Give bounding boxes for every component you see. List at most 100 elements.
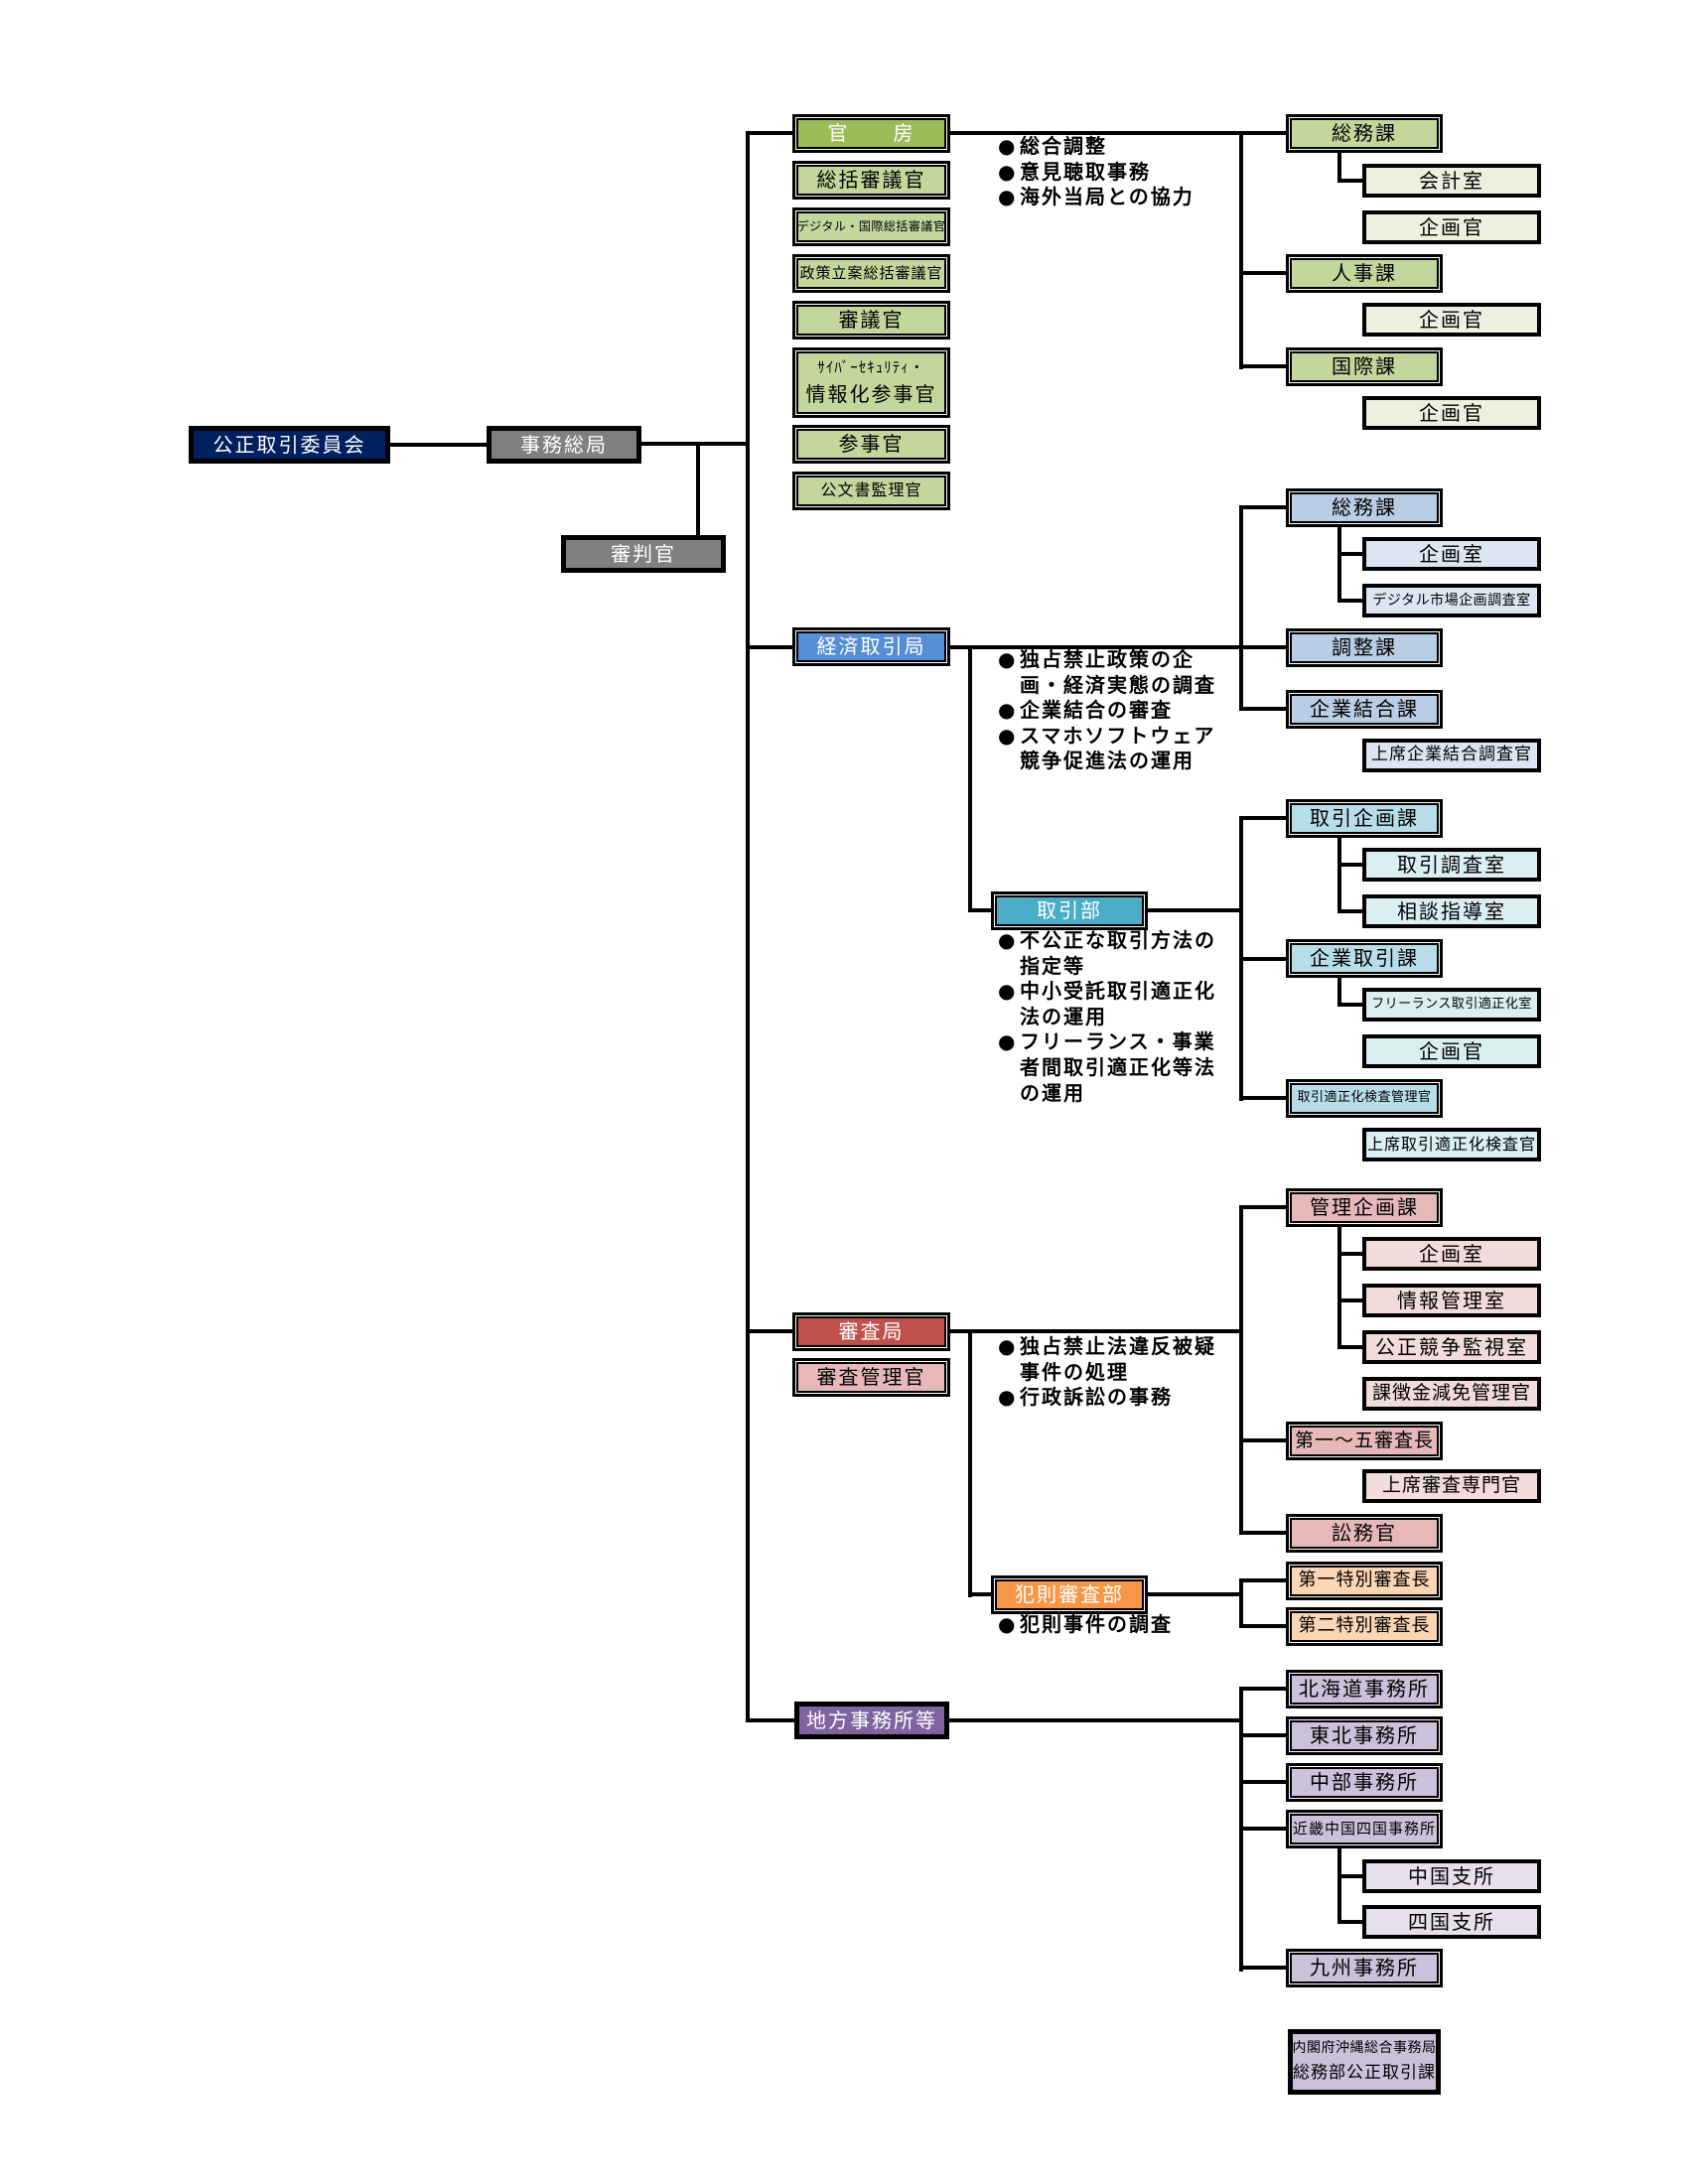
division-label: 人事課 xyxy=(1332,261,1397,285)
connector-line xyxy=(1337,1227,1341,1349)
function-list: ●独占禁止政策の企画・経済実態の調査 ●企業結合の審査 ●スマホソフトウェア競争… xyxy=(998,647,1216,774)
division-box: 管理企画課 xyxy=(1286,1188,1443,1227)
unit-label: 上席企業結合調査官 xyxy=(1371,745,1532,765)
commission-box: 公正取引委員会 xyxy=(189,426,390,464)
division-box: 総務課 xyxy=(1286,114,1443,153)
division-label: 企業取引課 xyxy=(1310,946,1419,970)
connector-line xyxy=(968,908,991,912)
division-box: 人事課 xyxy=(1286,254,1443,293)
bullet-icon: ● xyxy=(998,1029,1016,1054)
connector-line xyxy=(1239,707,1286,711)
function-item: ●独占禁止法違反被疑事件の処理 xyxy=(998,1334,1216,1385)
bullet-icon: ● xyxy=(998,928,1016,952)
bullet-icon: ● xyxy=(998,185,1016,209)
unit-box: フリーランス取引適正化室 xyxy=(1362,988,1541,1022)
unit-box: 企画官 xyxy=(1362,1034,1541,1068)
bullet-icon: ● xyxy=(998,1612,1016,1636)
connector-line xyxy=(1239,505,1286,509)
unit-box: 上席審査専門官 xyxy=(1362,1469,1541,1503)
department-label: 取引部 xyxy=(1037,898,1102,922)
connector-line xyxy=(1239,1827,1286,1831)
function-text: 意見聴取事務 xyxy=(1020,159,1151,184)
unit-box: 企画官 xyxy=(1362,210,1541,244)
division-label: 取引企画課 xyxy=(1310,806,1419,830)
division-box: 取引適正化検査管理官 xyxy=(1286,1079,1443,1118)
function-text: 競争促進法の運用 xyxy=(1020,749,1195,773)
connector-line xyxy=(1148,1592,1241,1596)
function-text: 企業結合の審査 xyxy=(1020,698,1173,723)
division-label: 調整課 xyxy=(1332,635,1397,659)
function-text: 中小受託取引適正化 xyxy=(1020,979,1216,1004)
function-text: 行政訴訟の事務 xyxy=(1020,1385,1173,1410)
connector-line xyxy=(1239,1578,1243,1628)
unit-label: 企画官 xyxy=(1419,400,1484,425)
connector-line xyxy=(1337,1345,1362,1349)
bullet-icon: ● xyxy=(998,647,1016,671)
economic-affairs-bureau-box: 経済取引局 xyxy=(792,627,950,666)
connector-line xyxy=(1239,1205,1243,1535)
connector-line xyxy=(696,444,700,535)
function-list: ●不公正な取引方法の指定等 ●中小受託取引適正化法の運用 ●フリーランス・事業者… xyxy=(998,928,1216,1106)
function-text: 総合調整 xyxy=(1020,134,1107,158)
connector-line xyxy=(1337,863,1362,867)
connector-line xyxy=(1337,1003,1362,1007)
function-item: ●不公正な取引方法の指定等 xyxy=(998,928,1216,979)
connector-line xyxy=(1239,1966,1286,1970)
function-text: 指定等 xyxy=(1020,953,1085,978)
function-item: ●独占禁止政策の企画・経済実態の調査 xyxy=(998,647,1216,698)
unit-label: 取引調査室 xyxy=(1397,852,1506,877)
function-text: 画・経済実態の調査 xyxy=(1020,672,1216,697)
regional-office-box: 中部事務所 xyxy=(1286,1763,1443,1802)
bullet-icon: ● xyxy=(998,1385,1016,1410)
unit-label: 上席取引適正化検査官 xyxy=(1366,1134,1536,1154)
unit-box: 企画官 xyxy=(1362,396,1541,430)
connector-line xyxy=(1337,1874,1362,1878)
connector-line xyxy=(1337,909,1362,913)
connector-line xyxy=(746,645,792,649)
unit-label: 企画官 xyxy=(1419,214,1484,239)
connector-line xyxy=(950,131,1286,135)
unit-label: 相談指導室 xyxy=(1397,898,1506,923)
connector-line xyxy=(1239,505,1243,711)
division-label: 企業結合課 xyxy=(1310,697,1419,721)
hearing-examiner-box: 審判官 xyxy=(561,535,726,573)
connector-line xyxy=(1239,1687,1286,1691)
connector-line xyxy=(390,443,487,447)
connector-line xyxy=(1337,1298,1362,1302)
secretariat-official-box: ｻｲﾊﾞｰｾｷｭﾘﾃｨ・ 情報化参事官 xyxy=(792,347,950,418)
division-label: 第一～五審査長 xyxy=(1294,1429,1434,1451)
function-item: ●企業結合の審査 xyxy=(998,698,1216,724)
regional-office-box: 東北事務所 xyxy=(1286,1716,1443,1755)
unit-box: 企画官 xyxy=(1362,303,1541,337)
regional-office-box: 北海道事務所 xyxy=(1286,1670,1443,1708)
unit-label: 企画室 xyxy=(1419,541,1484,566)
commission-label: 公正取引委員会 xyxy=(212,432,366,457)
division-label: 総務課 xyxy=(1332,495,1397,519)
unit-box: 企画室 xyxy=(1362,1237,1541,1271)
connector-line xyxy=(1239,957,1286,961)
investigation-bureau-box: 審査局 xyxy=(792,1312,950,1351)
connector-line xyxy=(1337,599,1362,603)
bureau-label: 経済取引局 xyxy=(816,634,926,658)
unit-label: 企画官 xyxy=(1419,1038,1484,1063)
division-box: 国際課 xyxy=(1286,347,1443,386)
bullet-icon: ● xyxy=(998,723,1016,748)
function-text: 独占禁止政策の企 xyxy=(1020,647,1195,671)
official-label: 総括審議官 xyxy=(816,168,926,192)
unit-box: 上席企業結合調査官 xyxy=(1362,739,1541,772)
connector-line xyxy=(1337,978,1341,1007)
division-label: 管理企画課 xyxy=(1310,1195,1419,1219)
division-box: 訟務官 xyxy=(1286,1514,1443,1553)
connector-line xyxy=(1239,1096,1286,1100)
okinawa-label-line: 総務部公正取引課 xyxy=(1293,2063,1436,2084)
division-label: 第一特別審査長 xyxy=(1298,1570,1431,1591)
function-text: 事件の処理 xyxy=(1020,1359,1129,1384)
division-box: 総務課 xyxy=(1286,488,1443,527)
connector-line xyxy=(968,645,972,912)
connector-line xyxy=(1239,364,1286,368)
general-secretariat-box: 事務総局 xyxy=(487,426,641,464)
connector-line xyxy=(1239,1578,1286,1582)
office-label: 東北事務所 xyxy=(1310,1723,1419,1747)
bullet-icon: ● xyxy=(998,159,1016,184)
